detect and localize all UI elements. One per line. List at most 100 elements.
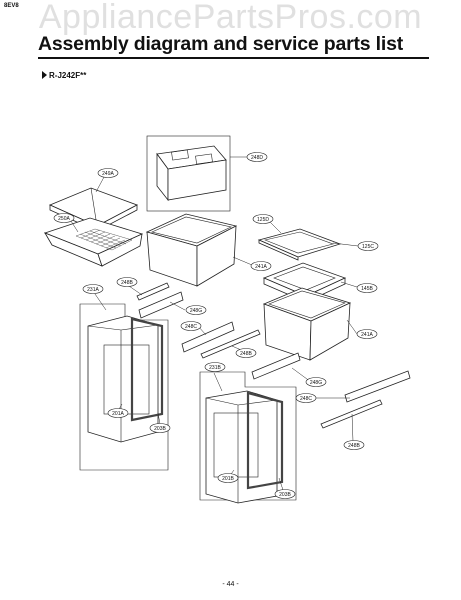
callout-203B-2: 203B <box>274 489 296 499</box>
leader-241A-2 <box>346 319 358 335</box>
callout-248G-2: 248G <box>305 377 327 387</box>
callout-203B-1: 203B <box>149 423 171 433</box>
callout-248B-3: 248B <box>343 440 365 450</box>
leader-249A <box>95 176 105 193</box>
part-241A-lower-front <box>309 302 351 361</box>
callout-249A: 249A <box>97 168 119 178</box>
callout-231B-label: 231B <box>209 365 221 371</box>
part-241A-upper <box>145 213 238 287</box>
part-231B-door-edges <box>205 397 278 503</box>
part-248D-frame <box>146 135 231 212</box>
callout-201A: 201A <box>107 408 129 418</box>
part-241A-lower <box>262 287 352 361</box>
leader-248G-1 <box>169 301 186 311</box>
leader-248B-3 <box>351 413 354 442</box>
callout-241A-2-label: 241A <box>361 332 373 338</box>
callout-241A-2: 241A <box>356 329 378 339</box>
model-text: R-J242F** <box>49 71 87 80</box>
part-231B-door <box>205 390 278 504</box>
part-250A <box>43 217 144 267</box>
part-231B-frame <box>199 371 297 501</box>
part-231A <box>79 303 169 471</box>
leader-231A <box>94 293 107 311</box>
page-number: - 44 - <box>222 581 239 588</box>
callout-125D-label: 125D <box>257 217 269 223</box>
part-248D-slot-left <box>171 149 189 161</box>
callout-248B-1: 248B <box>116 277 138 287</box>
callout-201B: 201B <box>217 473 239 483</box>
callout-248B-1-label: 248B <box>121 280 133 286</box>
callout-248B-2-label: 248B <box>240 351 252 357</box>
callout-248D: 248D <box>246 152 268 162</box>
rail-248B-2 <box>200 329 261 359</box>
part-241A-upper-front <box>196 225 237 287</box>
callout-201A-label: 201A <box>112 411 124 417</box>
rail-248C-2 <box>344 370 411 403</box>
callout-203B-2-label: 203B <box>279 492 291 498</box>
part-203B-gasket-1 <box>130 317 164 422</box>
part-248D-slot-right <box>195 153 213 165</box>
part-125D <box>257 228 342 261</box>
rail-248B-1 <box>136 282 170 301</box>
leader-203B-1 <box>157 412 161 425</box>
callout-231B: 231B <box>204 362 226 372</box>
callout-201B-label: 201B <box>222 476 234 482</box>
leader-241A-1 <box>232 256 253 266</box>
part-250A-grid <box>75 228 133 251</box>
rail-248C-1 <box>181 321 235 353</box>
callout-125D: 125D <box>252 214 274 224</box>
part-125D-edge <box>258 239 299 261</box>
leader-145B <box>340 281 358 288</box>
part-250A-front <box>97 233 143 267</box>
callout-203B-1-label: 203B <box>154 426 166 432</box>
rail-248B-3 <box>320 399 383 429</box>
callout-231A-label: 231A <box>87 287 99 293</box>
part-231A-frame <box>79 303 169 471</box>
watermark: AppliancePartsPros.com <box>38 0 423 36</box>
callout-125C-label: 125C <box>362 244 374 250</box>
callout-248G-2-label: 248G <box>310 380 322 386</box>
part-145B-inner <box>273 266 336 291</box>
callout-248G-1-label: 248G <box>190 308 202 314</box>
callout-231A: 231A <box>82 284 104 294</box>
callout-248C-1-label: 248C <box>185 324 197 330</box>
callout-125C: 125C <box>357 241 379 251</box>
page-title: Assembly diagram and service parts list <box>38 33 404 55</box>
callout-145B-label: 145B <box>361 286 373 292</box>
callout-248B-3-label: 248B <box>348 443 360 449</box>
part-248D <box>146 135 231 212</box>
part-203B-gasket-2 <box>246 391 284 490</box>
callout-241A-1-label: 241A <box>255 264 267 270</box>
leader-231B <box>213 372 223 392</box>
callout-145B: 145B <box>356 283 378 293</box>
part-231A-door <box>87 315 159 443</box>
callout-241A-1: 241A <box>250 261 272 271</box>
callout-248B-2: 248B <box>235 348 257 358</box>
part-241A-lower-rim <box>268 290 346 319</box>
part-231B <box>199 371 297 504</box>
rails-upper <box>136 282 411 429</box>
callout-248C-2-label: 248C <box>300 396 312 402</box>
callout-249A-label: 249A <box>102 171 114 177</box>
leader-125C <box>332 242 359 247</box>
part-241A-upper-rim <box>151 216 232 244</box>
leader-125D <box>269 221 282 234</box>
callout-250A: 250A <box>53 213 75 223</box>
callout-248G-1: 248G <box>185 305 207 315</box>
rail-248G-2 <box>251 352 301 380</box>
title-rule <box>38 57 429 59</box>
callout-248D-label: 248D <box>251 155 263 161</box>
callouts: 248D 249A 250A 125D 125C 241A 145B 231A <box>53 152 379 499</box>
callout-248C-1: 248C <box>180 321 202 331</box>
page-tag: 8EV8 <box>4 3 19 9</box>
part-248D-front <box>167 159 227 201</box>
part-231A-door-edges <box>87 324 159 442</box>
leader-248B-1 <box>128 285 143 296</box>
rail-248G-1 <box>138 291 184 319</box>
callout-250A-label: 250A <box>58 216 70 222</box>
model-label: R-J242F** <box>42 71 86 80</box>
callout-248C-2: 248C <box>295 393 317 403</box>
leader-lines <box>70 156 359 494</box>
part-125D-inner <box>263 231 335 254</box>
